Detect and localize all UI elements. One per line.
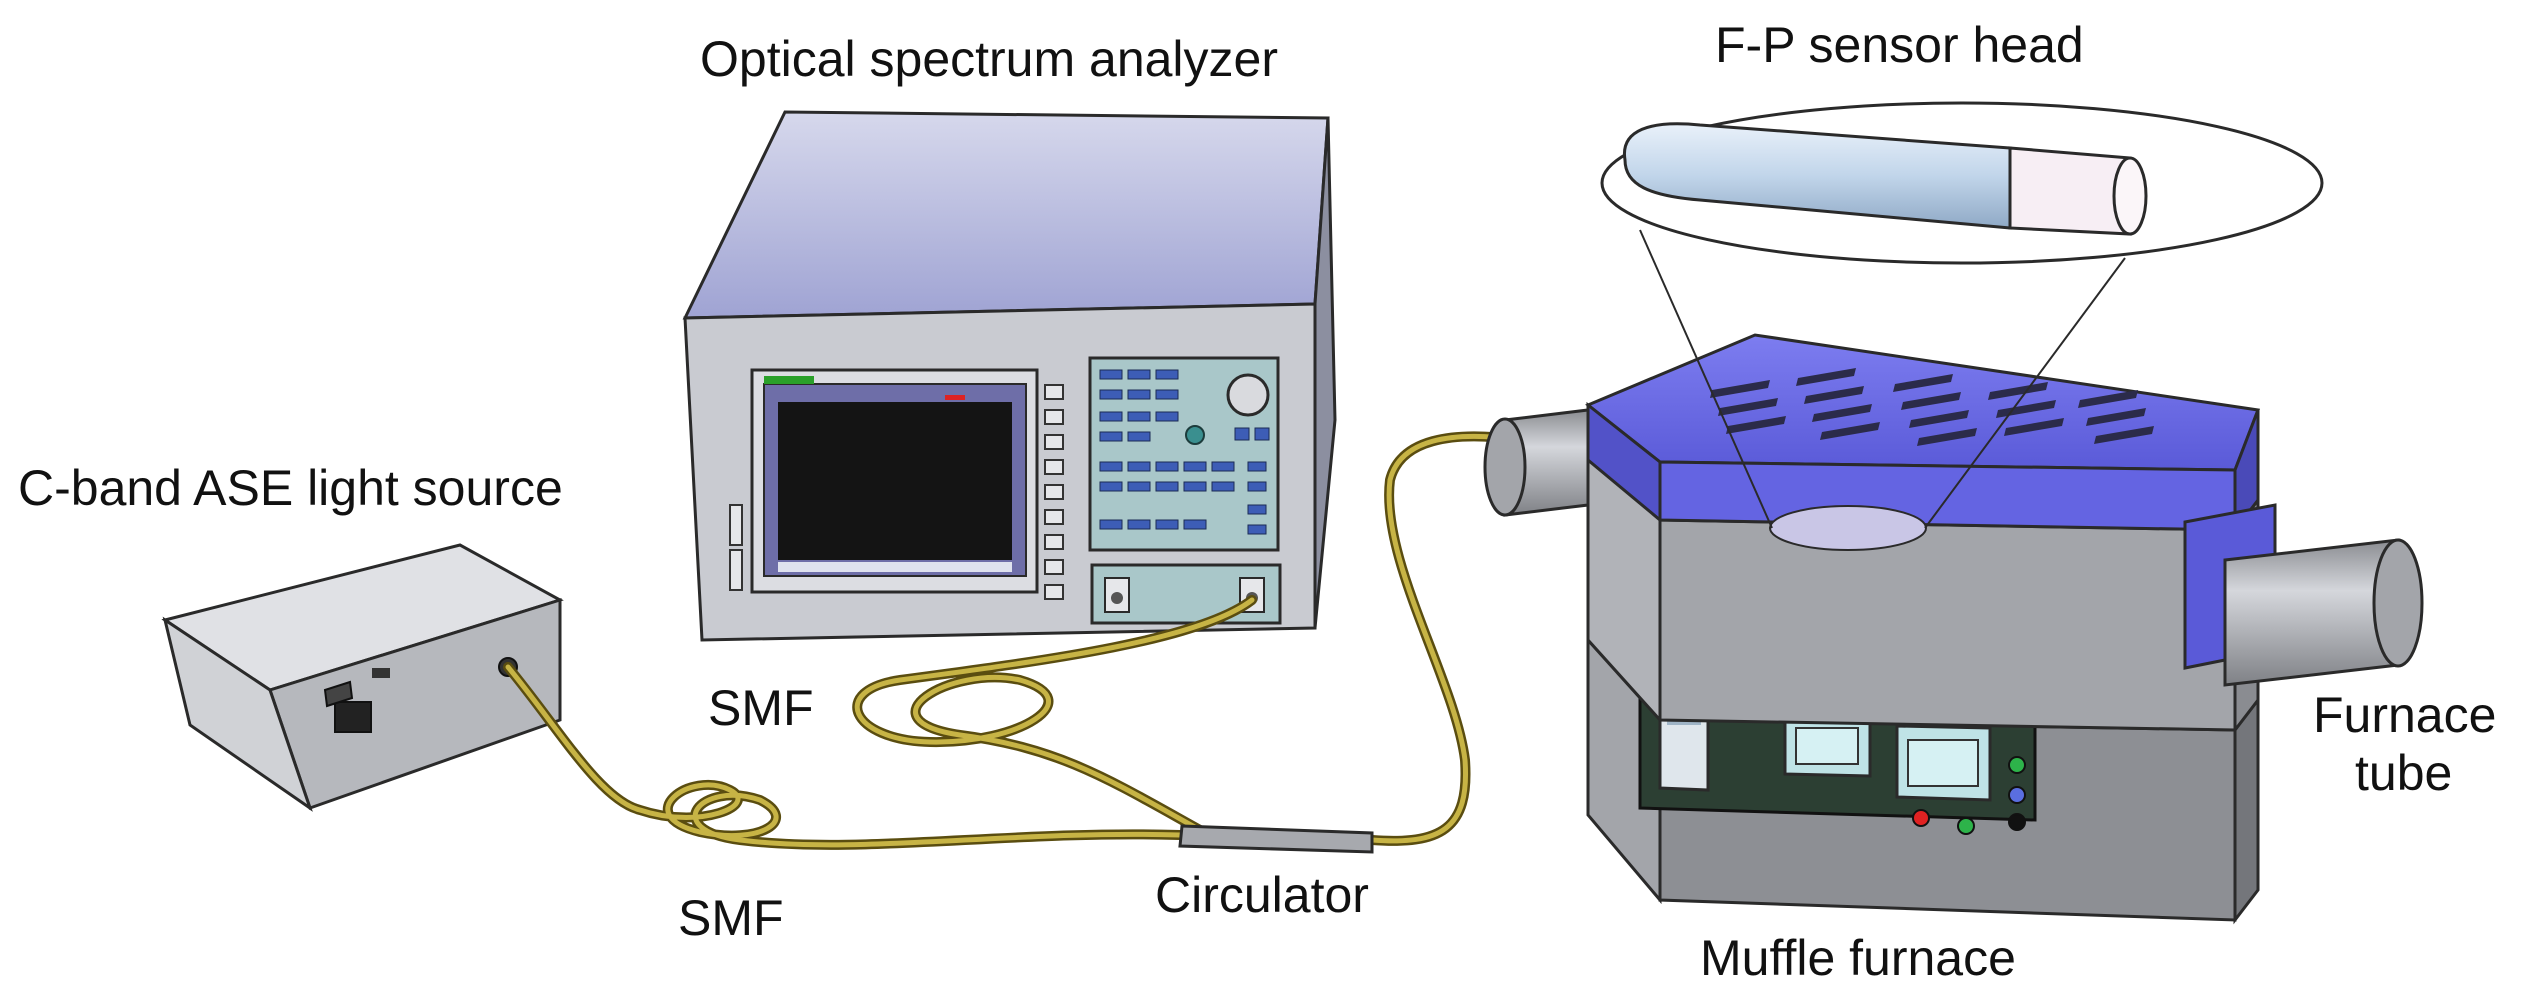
- furnace-lower-right: [2233, 695, 2260, 925]
- furnace-indicator-green-1: [2008, 756, 2026, 774]
- osa-connector-left-port: [1111, 592, 1123, 604]
- furnace-indicator-green-2: [1957, 817, 1975, 835]
- furnace-indicator-blue: [2008, 786, 2026, 804]
- ase-light-source: [161, 543, 564, 812]
- osa-screen-bar-red: [945, 395, 965, 400]
- ase-switch: [334, 701, 372, 733]
- label-smf-upper: SMF: [708, 680, 814, 736]
- fiber-cables: [503, 431, 1525, 850]
- osa-softkeys: [1044, 384, 1064, 600]
- fp-sensor-callout: [1600, 101, 2324, 529]
- callout-ellipse: [1600, 101, 2324, 265]
- furnace-tube-right: [2223, 538, 2400, 687]
- callout-line-right: [1924, 257, 2126, 529]
- furnace-indicator-black: [2008, 813, 2026, 831]
- optical-spectrum-analyzer: [682, 110, 1337, 642]
- fiber-ase-to-circulator: [503, 662, 1185, 850]
- fp-sensor-end: [2112, 156, 2148, 236]
- label-smf-lower: SMF: [678, 890, 784, 946]
- osa-top-face: [682, 110, 1330, 320]
- label-furnace-tube-line2: tube: [2355, 745, 2452, 801]
- label-ase-light-source: C-band ASE light source: [18, 460, 563, 516]
- furnace-tube-right-cap: [2372, 538, 2424, 668]
- circulator-body: [1178, 824, 1374, 854]
- callout-line-left: [1639, 229, 1773, 529]
- osa-screen-bottom: [778, 562, 1012, 572]
- furnace-lid-side: [1586, 401, 1662, 524]
- osa-screen: [778, 402, 1012, 560]
- fp-sensor-cavity: [2008, 146, 2132, 236]
- furnace-display-2-inner: [1907, 739, 1979, 787]
- ase-side-face: [162, 616, 313, 812]
- label-fp-sensor-head: F-P sensor head: [1715, 17, 2084, 73]
- furnace-display-1-inner: [1795, 727, 1859, 765]
- ase-switch-lever: [323, 680, 354, 708]
- furnace-tube-left-cap: [1483, 417, 1527, 517]
- furnace-indicator-red: [1912, 809, 1930, 827]
- osa-keypad-keys: [1099, 369, 1270, 535]
- osa-small-knob: [1185, 425, 1205, 445]
- muffle-furnace: [1483, 333, 2424, 925]
- osa-floppy-slot-2: [729, 549, 743, 591]
- osa-knob: [1226, 373, 1270, 417]
- furnace-lid-right: [2233, 409, 2260, 535]
- label-furnace-tube-line1: Furnace: [2313, 687, 2496, 743]
- furnace-upper-front: [1658, 518, 2237, 732]
- label-circulator: Circulator: [1155, 867, 1369, 923]
- osa-floppy-slot: [729, 504, 743, 546]
- osa-screen-bar: [764, 376, 814, 384]
- furnace-sample-opening: [1769, 505, 1927, 551]
- label-optical-spectrum-analyzer: Optical spectrum analyzer: [700, 31, 1278, 87]
- circulator: [1178, 824, 1374, 854]
- label-muffle-furnace: Muffle furnace: [1700, 930, 2016, 986]
- ase-indicator: [372, 668, 390, 678]
